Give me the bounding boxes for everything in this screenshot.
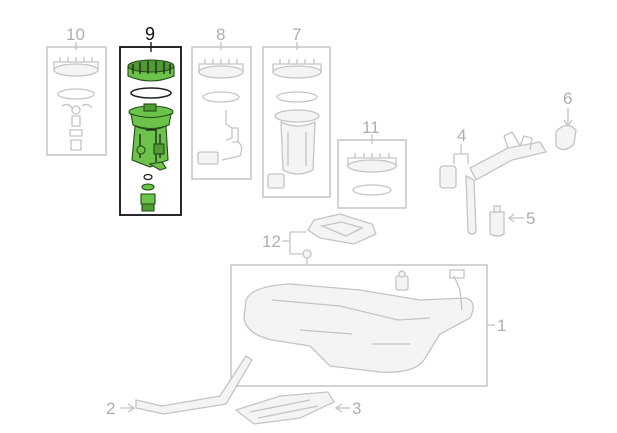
valve-10 [69,115,83,151]
tank-strap-2 [135,355,253,415]
sender-arm-8 [225,110,239,143]
part-6-group[interactable]: 6 [555,89,577,151]
callout-1[interactable]: 1 [497,316,506,335]
part-9-group[interactable]: 9 [119,24,182,216]
retainer-ring-11 [347,153,397,166]
part-7-group[interactable]: 7 [262,25,331,198]
callout-5[interactable]: 5 [526,209,535,228]
part-5-group[interactable]: 5 [489,205,535,237]
clip-10 [61,103,93,109]
fuel-cap-6 [555,124,577,151]
valve-5 [489,211,505,237]
cover-plate-12 [307,213,377,245]
filter-9 [140,193,156,205]
heat-shield-3 [234,391,335,425]
part-8-group[interactable]: 8 [191,25,252,180]
filler-hose-4 [465,174,477,235]
callout-9[interactable]: 9 [145,24,155,44]
part-1-group[interactable]: 1 [230,264,506,387]
o-ring-10 [57,88,95,100]
part-3-group[interactable]: 3 [234,391,361,425]
o-ring-small-9 [141,183,155,191]
fuel-tank-1 [243,283,474,373]
screw-12 [302,249,312,259]
callout-6[interactable]: 6 [563,89,572,108]
callout-11[interactable]: 11 [362,118,380,137]
retainer-ring-8 [198,59,244,72]
callout-12[interactable]: 12 [262,232,281,251]
part-4-group[interactable]: 4 [439,126,548,235]
part-11-group[interactable]: 11 [337,118,407,209]
part-11-box [337,139,407,209]
callout-10[interactable]: 10 [66,25,85,44]
part-2-group[interactable]: 2 [106,355,253,418]
part-10-box [46,46,107,156]
callout-8[interactable]: 8 [216,25,225,44]
seal-ring-9 [130,87,172,99]
part-10-group[interactable]: 10 [46,25,107,156]
callout-7[interactable]: 7 [292,25,301,44]
retainer-ring-7 [272,59,322,72]
seal-11 [352,184,392,196]
callout-2[interactable]: 2 [106,399,115,418]
pump-canister-7 [280,120,316,175]
callout-3[interactable]: 3 [352,399,361,418]
part-12-group[interactable]: 12 [262,213,377,264]
retainer-ring-10 [53,63,99,77]
sender-unit-8 [197,151,219,165]
callout-4[interactable]: 4 [457,126,466,145]
